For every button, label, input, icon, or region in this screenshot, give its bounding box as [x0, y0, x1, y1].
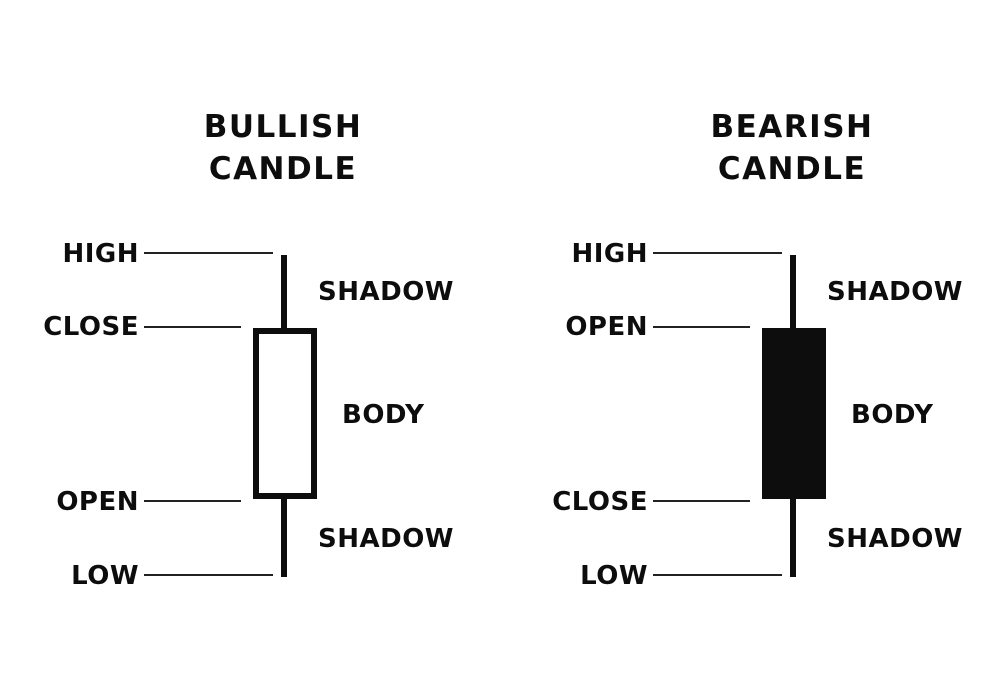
label-low: LOW [71, 561, 139, 591]
label-lower-shadow: SHADOW [318, 524, 454, 554]
leader-line-open [653, 326, 750, 328]
lower-shadow-wick [790, 498, 796, 577]
upper-shadow-wick [790, 255, 796, 328]
bearish-title-line2: CANDLE [717, 151, 867, 187]
leader-line-high [653, 252, 782, 254]
candle-body [762, 328, 826, 499]
label-close: CLOSE [552, 487, 648, 517]
leader-line-low [144, 574, 273, 576]
label-open: OPEN [56, 487, 139, 517]
label-close: CLOSE [43, 312, 139, 342]
label-upper-shadow: SHADOW [318, 277, 454, 307]
leader-line-close [144, 326, 241, 328]
candle-body [253, 328, 317, 499]
bullish-candle-panel: BULLISH CANDLE HIGH CLOSE OPEN LOW SHADO… [0, 0, 491, 678]
upper-shadow-wick [281, 255, 287, 328]
lower-shadow-wick [281, 498, 287, 577]
bullish-title: BULLISH CANDLE [158, 106, 408, 190]
label-high: HIGH [571, 239, 648, 269]
bearish-title: BEARISH CANDLE [667, 106, 917, 190]
label-lower-shadow: SHADOW [827, 524, 963, 554]
leader-line-low [653, 574, 782, 576]
label-open: OPEN [565, 312, 648, 342]
bullish-title-line2: CANDLE [208, 151, 358, 187]
bearish-title-line1: BEARISH [710, 109, 874, 145]
leader-line-high [144, 252, 273, 254]
label-body: BODY [342, 400, 425, 430]
label-high: HIGH [62, 239, 139, 269]
label-upper-shadow: SHADOW [827, 277, 963, 307]
bullish-title-line1: BULLISH [203, 109, 363, 145]
leader-line-open [144, 500, 241, 502]
leader-line-close [653, 500, 750, 502]
label-body: BODY [851, 400, 934, 430]
bearish-candle-panel: BEARISH CANDLE HIGH OPEN CLOSE LOW SHADO… [509, 0, 1000, 678]
label-low: LOW [580, 561, 648, 591]
